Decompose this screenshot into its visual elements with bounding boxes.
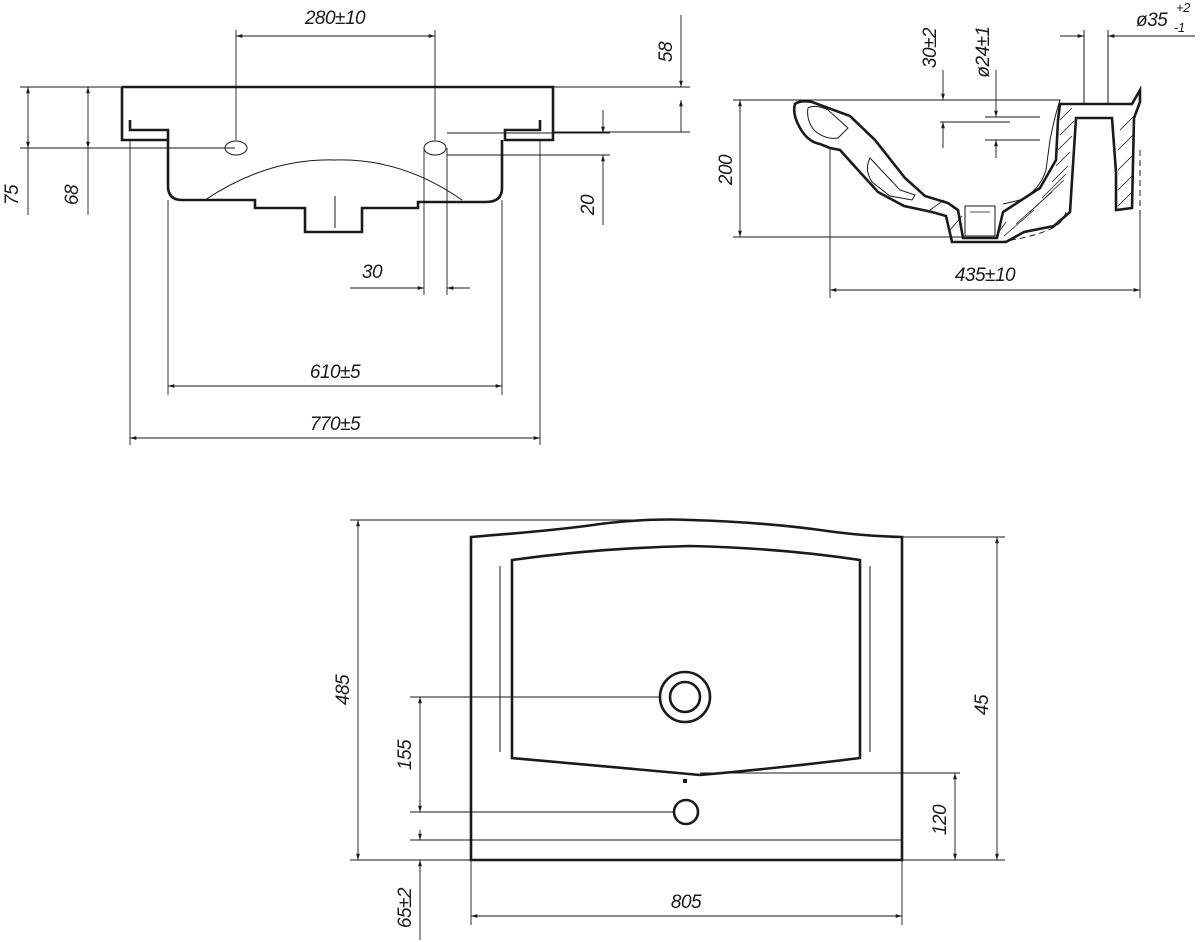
dim-hole-width: 30 — [362, 262, 383, 283]
dim-top-back-to-bowl: 45 — [972, 694, 993, 715]
front-tap-hole-right — [423, 140, 447, 156]
dim-drain-tol-upper: +2 — [1176, 0, 1191, 15]
side-overflow-channel — [807, 105, 849, 139]
dim-top-front-edge: 65±2 — [395, 887, 416, 928]
front-outline — [120, 85, 555, 142]
dim-inner-width: 610±5 — [310, 362, 361, 383]
dim-overflow-depth: 30±2 — [920, 27, 941, 68]
dim-top-drain-to-tap: 155 — [395, 739, 416, 770]
front-basin-wall — [166, 140, 504, 234]
dim-rim-height: 68 — [62, 184, 83, 205]
top-drain-inner — [668, 680, 702, 714]
dim-side-height: 200 — [716, 154, 737, 186]
top-outline — [469, 518, 904, 862]
side-drain — [964, 205, 996, 237]
dim-top-width: 805 — [671, 892, 702, 913]
top-drain-outer — [658, 670, 712, 724]
dim-outer-width: 770±5 — [310, 414, 361, 435]
dim-top-tap-from-front: 120 — [930, 804, 951, 835]
side-tap-outline — [1083, 30, 1109, 104]
dim-drain-diameter: ø35 — [1136, 10, 1168, 31]
side-overflow-channel-2 — [866, 157, 916, 201]
side-basin-interior — [795, 99, 1061, 205]
top-overflow-marker — [683, 779, 687, 783]
side-section-shell — [792, 85, 1142, 244]
dim-total-height: 75 — [2, 184, 23, 205]
dim-hole-spacing: 280±10 — [304, 8, 366, 29]
front-bowl-curve — [204, 159, 463, 201]
dim-overflow-from-top: 58 — [656, 41, 677, 62]
dim-side-depth: 435±10 — [955, 265, 1016, 286]
side-hatching — [929, 107, 1135, 237]
dim-drain-tol-lower: -1 — [1174, 20, 1185, 35]
side-hidden-line — [999, 211, 1067, 243]
top-tap-hole — [672, 798, 700, 826]
top-bowl — [510, 544, 862, 777]
front-view: 280±10 58 75 68 20 30 610±5 770±5 — [2, 8, 690, 445]
side-view: 30±2 ø24±1 ø35 +2 -1 200 435±10 — [716, 0, 1195, 298]
dim-top-total-depth: 485 — [333, 674, 354, 705]
top-view: 485 155 120 45 65±2 805 — [333, 518, 1005, 940]
dim-overflow-diameter: ø24±1 — [973, 26, 994, 77]
dim-hole-height: 20 — [578, 194, 599, 216]
